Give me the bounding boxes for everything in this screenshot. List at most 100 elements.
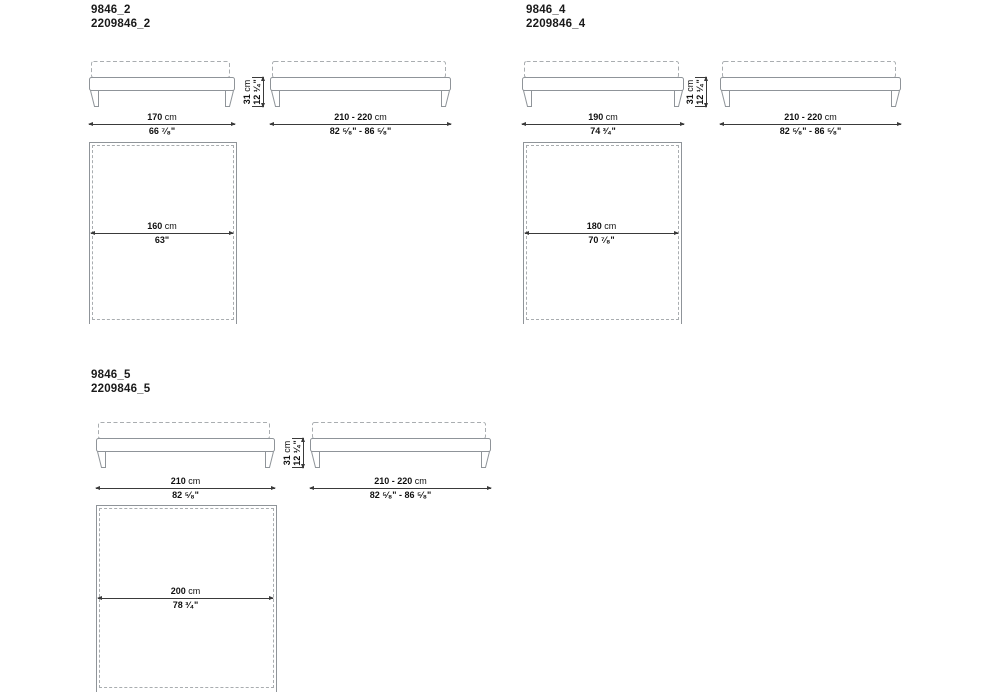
leg-left bbox=[522, 90, 532, 107]
article-code: 2209846_2 bbox=[91, 18, 151, 30]
metric-unit: cm bbox=[412, 476, 427, 486]
frame-outline bbox=[270, 77, 451, 91]
metric-value: 31 bbox=[282, 455, 292, 466]
model-code: 9846_2 bbox=[91, 4, 131, 16]
metric-value: 190 bbox=[588, 112, 604, 122]
metric-value: 31 bbox=[242, 94, 252, 105]
arrow-down-icon bbox=[704, 103, 708, 108]
arrow-left-icon bbox=[95, 486, 100, 490]
frame-outline bbox=[89, 77, 235, 91]
arrow-left-icon bbox=[524, 231, 529, 235]
metric-value: 160 bbox=[147, 221, 163, 231]
metric-unit: cm bbox=[601, 221, 617, 231]
tick-bottom bbox=[252, 106, 264, 107]
dimension-metric: 210 cm bbox=[96, 476, 275, 487]
dimension-metric: 210 - 220 cm bbox=[720, 112, 901, 123]
front-view bbox=[522, 61, 684, 107]
dimension-metric: 190 cm bbox=[522, 112, 684, 123]
front-view bbox=[96, 422, 275, 468]
arrow-right-icon bbox=[897, 122, 902, 126]
metric-unit: cm bbox=[242, 79, 252, 95]
dimension-metric: 200 cm bbox=[98, 586, 273, 597]
side-view bbox=[270, 61, 451, 107]
height-dimension-label: 31 cm 12 ¹⁄₄" bbox=[676, 73, 714, 111]
dimension-metric: 170 cm bbox=[89, 112, 235, 123]
tick-top bbox=[695, 77, 707, 78]
arrow-right-icon bbox=[269, 596, 274, 600]
dimension-line bbox=[269, 122, 452, 126]
metric-unit: cm bbox=[162, 221, 177, 231]
frame-outline bbox=[522, 77, 684, 91]
dimension-imperial: 63" bbox=[154, 235, 170, 245]
tick-top bbox=[252, 77, 264, 78]
metric-unit: cm bbox=[685, 79, 695, 95]
metric-value: 180 bbox=[586, 221, 602, 231]
mattress-outline bbox=[524, 61, 679, 78]
arrow-up-icon bbox=[261, 76, 265, 81]
height-dimension bbox=[695, 76, 708, 108]
dimension-imperial: 12 ¹⁄₄" bbox=[252, 79, 262, 105]
metric-unit: cm bbox=[282, 440, 292, 456]
metric-unit: cm bbox=[162, 112, 177, 122]
arrow-left-icon bbox=[719, 122, 724, 126]
frame-outline bbox=[720, 77, 901, 91]
dimension-imperial: 12 ¹⁄₄" bbox=[695, 79, 705, 105]
length-dimension: 210 - 220 cm 82 ⁵⁄₈" - 86 ⁵⁄₈" bbox=[719, 112, 902, 137]
arrow-up-icon bbox=[301, 437, 305, 442]
mattress-width-dimension: 180 cm 70 ⁷⁄₈" bbox=[524, 221, 679, 246]
dimension-metric: 210 - 220 cm bbox=[310, 476, 491, 487]
metric-unit: cm bbox=[185, 586, 201, 596]
metric-value: 200 bbox=[170, 586, 186, 596]
leg-right bbox=[891, 90, 901, 107]
bed-title-block: 9846_4 2209846_4 bbox=[526, 3, 585, 31]
mattress-outline bbox=[722, 61, 896, 78]
dimension-imperial: 12 ¹⁄₄" bbox=[292, 440, 302, 466]
tick-bottom bbox=[695, 106, 707, 107]
model-code: 9846_5 bbox=[91, 369, 131, 381]
tick-bottom bbox=[292, 467, 304, 468]
dimension-line bbox=[95, 486, 276, 490]
leg-right bbox=[674, 90, 684, 107]
dimension-metric: 31 cm bbox=[282, 441, 292, 466]
height-dimension-label: 31 cm 12 ¹⁄₄" bbox=[273, 434, 311, 472]
model-code: 9846_4 bbox=[526, 4, 566, 16]
metric-value: 210 - 220 bbox=[334, 112, 373, 122]
height-dimension bbox=[292, 437, 305, 469]
arrow-right-icon bbox=[231, 122, 236, 126]
leg-right bbox=[481, 451, 491, 468]
arrow-left-icon bbox=[90, 231, 95, 235]
length-dimension: 210 - 220 cm 82 ⁵⁄₈" - 86 ⁵⁄₈" bbox=[269, 112, 452, 137]
arrow-down-icon bbox=[261, 103, 265, 108]
frame-outline bbox=[310, 438, 491, 452]
metric-value: 210 - 220 bbox=[784, 112, 823, 122]
dimension-metric: 210 - 220 cm bbox=[270, 112, 451, 123]
arrow-left-icon bbox=[269, 122, 274, 126]
leg-right bbox=[265, 451, 275, 468]
arrow-left-icon bbox=[88, 122, 93, 126]
arrow-up-icon bbox=[704, 76, 708, 81]
dimension-line bbox=[88, 122, 236, 126]
metric-unit: cm bbox=[372, 112, 387, 122]
dimension-line bbox=[719, 122, 902, 126]
dimension-imperial: 82 ⁵⁄₈" - 86 ⁵⁄₈" bbox=[779, 126, 842, 136]
article-code: 2209846_4 bbox=[526, 18, 586, 30]
article-code: 2209846_5 bbox=[91, 383, 151, 395]
leg-left bbox=[270, 90, 280, 107]
dimension-imperial: 78 ³⁄₄" bbox=[172, 600, 199, 610]
metric-value: 210 - 220 bbox=[374, 476, 413, 486]
mattress-outline bbox=[98, 422, 270, 439]
dimension-line bbox=[524, 231, 679, 235]
front-view bbox=[89, 61, 235, 107]
arrow-left-icon bbox=[521, 122, 526, 126]
leg-left bbox=[89, 90, 99, 107]
metric-value: 170 bbox=[147, 112, 163, 122]
mattress-outline bbox=[272, 61, 446, 78]
front-width-dimension: 170 cm 66 ⁷⁄₈" bbox=[88, 112, 236, 137]
tick-top bbox=[292, 438, 304, 439]
dimension-metric: 31 cm bbox=[685, 80, 695, 105]
arrow-right-icon bbox=[229, 231, 234, 235]
arrow-left-icon bbox=[97, 596, 102, 600]
metric-unit: cm bbox=[822, 112, 837, 122]
dimension-line bbox=[309, 486, 492, 490]
